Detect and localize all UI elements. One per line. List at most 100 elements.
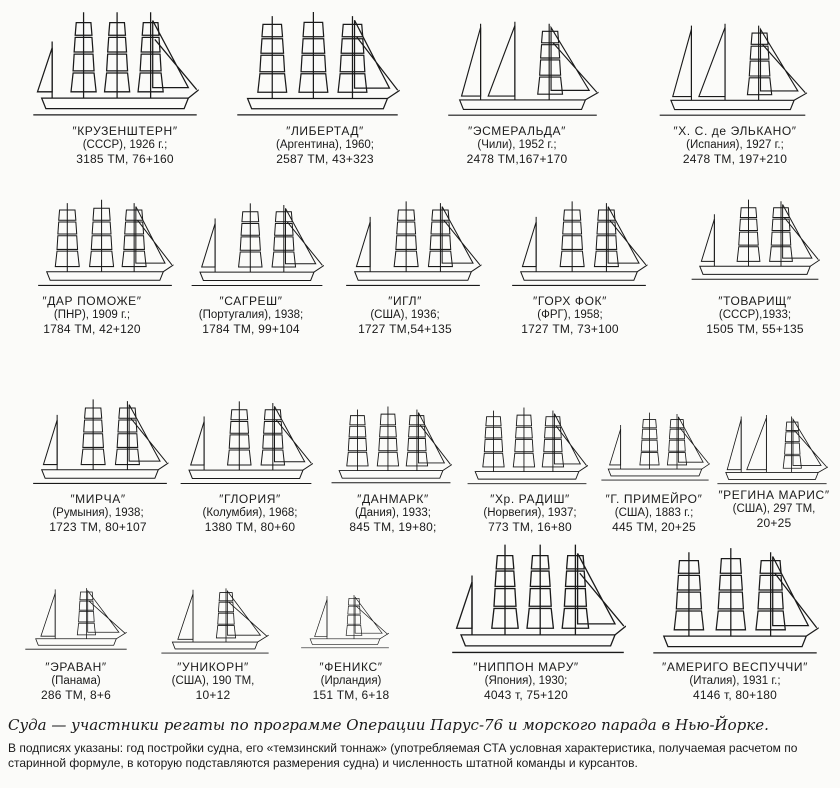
ship-country-year: (ПНР), 1909 г.; [53,309,131,321]
ship-name: ″ДАР ПОМОЖЕ″ [42,294,142,308]
ship-caption: ″НИППОН МАРУ″ (Япония), 1930; 4043 т, 75… [456,660,596,702]
ship-name: ″ЛИБЕРТАД″ [286,124,364,138]
ship-name: ″Г. ПРИМЕЙРО″ [605,492,703,506]
ship-caption: ″КРУЗЕНШТЕРН″ (СССР), 1926 г.; 3185 ТМ, … [40,124,210,166]
ship-country-year: (Ирландия) [320,675,382,687]
ship-caption: ″САГРЕШ″ (Португалия), 1938; 1784 ТМ, 99… [176,294,326,336]
ship-drawing-gloria [176,398,316,486]
ship-tonnage-crew: 845 ТМ, 19+80; [349,520,437,534]
ship-name: ″УНИКОРН″ [177,660,249,674]
ship-name: ″ИГЛ″ [388,294,422,308]
ship-country-year: (Аргентина), 1960; [275,139,375,151]
ship-tonnage-crew: 10+12 [195,688,231,702]
ship-caption: ″УНИКОРН″ (США), 190 ТМ, 10+12 [158,660,268,702]
ship-tonnage-crew: 4146 т, 80+180 [692,688,778,702]
ship-drawing-gorch-fock [504,198,654,288]
ship-country-year: (Португалия), 1938; [198,309,304,321]
ship-name: ″МИРЧА″ [70,492,126,506]
ship-country-year: (Италия), 1931 г.; [689,675,781,687]
ship-caption: ″МИРЧА″ (Румыния), 1938; 1723 ТМ, 80+107 [28,492,168,534]
figure-title: Суда — участники регаты по программе Опе… [8,716,769,734]
ship-caption: ″ФЕНИКС″ (Ирландия) 151 ТМ, 6+18 [296,660,406,702]
ship-tonnage-crew: 773 ТМ, 16+80 [488,520,572,534]
ship-tonnage-crew: 1784 ТМ, 42+120 [43,322,141,336]
ship-tonnage-crew: 445 ТМ, 20+25 [612,520,696,534]
ship-drawing-tovarishch [690,190,820,288]
ship-tonnage-crew: 2478 ТМ, 197+210 [682,152,788,166]
ship-tonnage-crew: 286 ТМ, 8+6 [41,688,111,702]
ship-tonnage-crew: 1727 ТМ, 73+100 [521,322,619,336]
ship-country-year: (Чили), 1952 г.; [477,139,557,151]
ship-name: ″ЭСМЕРАЛЬДА″ [468,124,566,138]
ship-drawing-mircea [30,396,170,486]
ship-country-year: (Румыния), 1938; [52,507,144,519]
ship-tonnage-crew: 1380 ТМ, 80+60 [204,520,296,534]
ship-caption: ″ДАР ПОМОЖЕ″ (ПНР), 1909 г.; 1784 ТМ, 42… [22,294,162,336]
ship-drawing-regina-maris [716,412,828,486]
ship-tonnage-crew: 4043 т, 75+120 [483,688,569,702]
ship-name: ″АМЕРИГО ВЕСПУЧЧИ″ [662,660,808,674]
ship-drawing-esmeralda [430,18,615,118]
ship-caption: ″Г. ПРИМЕЙРО″ (США), 1883 г.; 445 ТМ, 20… [596,492,712,534]
ship-tonnage-crew: 3185 ТМ, 76+160 [76,152,174,166]
ship-country-year: (СССР), 1926 г.; [82,139,168,151]
ship-tonnage-crew: 1723 ТМ, 80+107 [49,520,147,534]
ship-name: ″ГЛОРИЯ″ [219,492,281,506]
ship-tonnage-crew: 20+25 [756,516,792,530]
ship-caption: ″ДАНМАРК″ (Дания), 1933; 845 ТМ, 19+80; [328,492,458,534]
ship-drawing-eagle [338,198,488,288]
ship-caption: ″ГЛОРИЯ″ (Колумбия), 1968; 1380 ТМ, 80+6… [180,492,320,534]
ship-drawing-kruzenshtern [30,8,200,118]
ship-country-year: (Испания), 1927 г.; [686,139,784,151]
ship-drawing-unicorn [160,582,270,656]
ship-name: ″ТОВАРИЩ″ [718,294,792,308]
ship-caption: ″РЕГИНА МАРИС″ (США), 297 ТМ, 20+25 [714,488,834,530]
ship-name: ″ЭРАВАН″ [45,660,107,674]
ship-country-year: (США), 190 ТМ, [171,675,255,687]
figure-note: В подписях указаны: год постройки судна,… [8,741,798,770]
ship-caption: ″ИГЛ″ (США), 1936; 1727 ТМ,54+135 [340,294,470,336]
ship-drawing-danmark [330,404,452,486]
ship-drawing-christian-radich [462,406,592,486]
ship-drawing-elcano [640,20,825,118]
ship-tonnage-crew: 2478 ТМ,167+170 [466,152,568,166]
ship-drawing-dar-pomorza [30,198,180,288]
ship-name: ″Х. С. де ЭЛЬКАНО″ [673,124,797,138]
ship-country-year: (США), 297 ТМ, [732,503,816,515]
ship-name: ″КРУЗЕНШТЕРН″ [72,124,178,138]
ship-name: ″ГОРХ ФОК″ [533,294,607,308]
ship-drawing-amerigo-vespucci [640,546,830,656]
ship-drawing-gazela-primeiro [600,406,710,486]
ship-country-year: (США), 1883 г.; [614,507,694,519]
ship-caption: ″Х. С. де ЭЛЬКАНО″ (Испания), 1927 г.; 2… [640,124,830,166]
ship-drawing-nippon-maru [450,540,626,656]
ship-tonnage-crew: 1505 ТМ, 55+135 [706,322,804,336]
ship-name: ″ДАНМАРК″ [357,492,429,506]
ship-country-year: (США), 1936; [370,309,440,321]
ship-tonnage-crew: 1727 ТМ,54+135 [358,322,452,336]
ship-tonnage-crew: 1784 ТМ, 99+104 [202,322,300,336]
ship-caption: ″Хр. РАДИШ″ (Норвегия), 1937; 773 ТМ, 16… [460,492,600,534]
ship-name: ″НИППОН МАРУ″ [473,660,579,674]
ship-country-year: (Норвегия), 1937; [483,507,577,519]
ship-country-year: (Панама) [51,675,101,687]
ship-tonnage-crew: 151 ТМ, 6+18 [312,688,390,702]
ship-country-year: (Япония), 1930; [484,675,568,687]
ship-name: ″САГРЕШ″ [219,294,283,308]
ship-country-year: (СССР),1933; [718,309,792,321]
ship-caption: ″ТОВАРИЩ″ (СССР),1933; 1505 ТМ, 55+135 [680,294,830,336]
ship-drawing-phoenix [300,584,390,656]
ship-drawing-eravan [24,578,128,656]
ship-name: ″РЕГИНА МАРИС″ [718,488,830,502]
ship-country-year: (Колумбия), 1968; [202,507,298,519]
ship-caption: ″ЭСМЕРАЛЬДА″ (Чили), 1952 г.; 2478 ТМ,16… [432,124,602,166]
ship-country-year: (Дания), 1933; [354,507,431,519]
ship-caption: ″ГОРХ ФОК″ (ФРГ), 1958; 1727 ТМ, 73+100 [500,294,640,336]
ship-caption: ″ЭРАВАН″ (Панама) 286 ТМ, 8+6 [26,660,126,702]
ship-name: ″Хр. РАДИШ″ [490,492,570,506]
ship-caption: ″АМЕРИГО ВЕСПУЧЧИ″ (Италия), 1931 г.; 41… [640,660,830,702]
ship-tonnage-crew: 2587 ТМ, 43+323 [276,152,374,166]
ship-drawing-libertad [235,10,400,118]
ship-caption: ″ЛИБЕРТАД″ (Аргентина), 1960; 2587 ТМ, 4… [240,124,410,166]
